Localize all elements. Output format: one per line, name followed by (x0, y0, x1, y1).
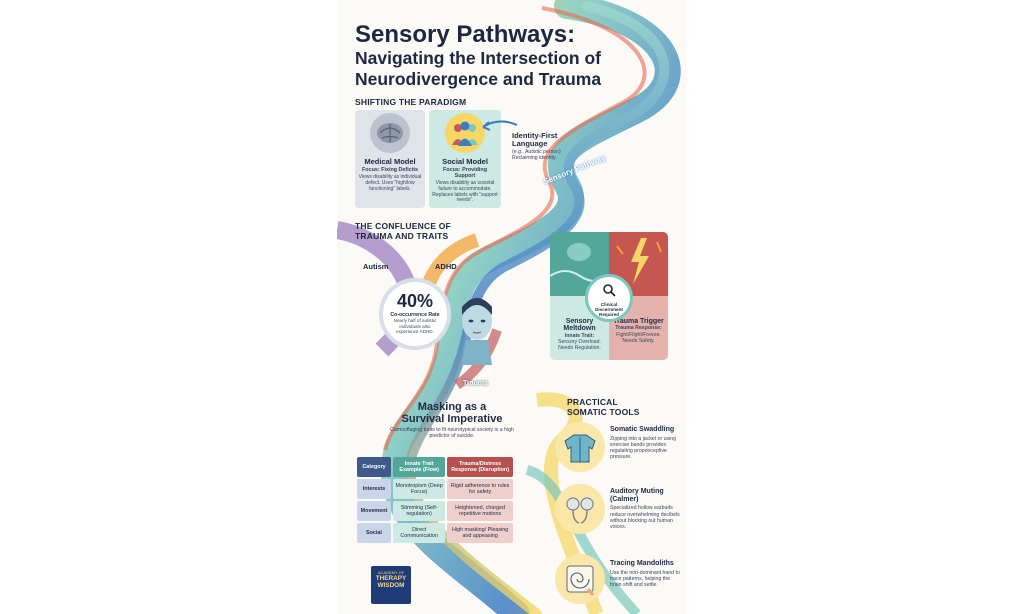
face-icon (462, 298, 492, 365)
trigger-title: Trauma Trigger (613, 318, 664, 325)
masking-title-2: Survival Imperative (401, 412, 503, 425)
tool-text: Use the non-dominant hand to trace patte… (610, 569, 680, 589)
logo-line-2: THERAPY (375, 575, 407, 582)
table-cell: Direct Communication (393, 523, 446, 543)
table-cell: Monotropism (Deep Focus) (393, 479, 446, 499)
title-line-1: Sensory Pathways: (355, 21, 576, 48)
identity-first-title: Identity-First Language (512, 131, 558, 149)
meltdown-text-b: Sensory Overload. Needs Regulation. (558, 338, 601, 352)
adhd-label: ADHD (435, 262, 457, 271)
medical-model-focus: Focus: Fixing Deficits (361, 167, 418, 173)
tool-item: Tracing Mandoliths Use the non-dominant … (610, 560, 680, 588)
tool-title: Auditory Muting (Calmer) (610, 488, 664, 503)
confluence-heading-1: THE CONFLUENCE OF (355, 221, 451, 231)
table-row: Interests Monotropism (Deep Focus) Rigid… (357, 479, 513, 499)
tool-item: Auditory Muting (Calmer) Specialized hol… (610, 488, 680, 530)
page-title: Sensory Pathways: Navigating the Interse… (355, 22, 675, 88)
confluence-heading-2: TRAUMA AND TRAITS (355, 230, 449, 241)
masking-block: Masking as a Survival Imperative Camoufl… (382, 401, 522, 440)
table-cell: Movement (357, 501, 391, 521)
magnifier-icon (603, 284, 616, 297)
table-row: Movement Stimming (Self-regulation) Heig… (357, 501, 513, 521)
stat-label: Co-occurrence Rate (390, 312, 440, 318)
brain-icon (370, 113, 410, 153)
identity-first-text: Reclaiming identity. (512, 154, 557, 161)
paradigm-heading: SHIFTING THE PARADIGM (355, 97, 467, 107)
table-cell: Heightened, charged repetitive motions (447, 501, 513, 521)
table-header-row: Category Innate Trait Example (Flow) Tra… (357, 457, 513, 477)
table-header: Category (357, 457, 391, 477)
table-cell: Social (357, 523, 391, 543)
tool-title: Tracing Mandoliths (610, 560, 674, 567)
logo-line-1: ACADEMY OF (377, 570, 405, 575)
earbuds-icon (555, 484, 605, 534)
stat-circle: 40% Co-occurrence Rate Nearly half of au… (379, 278, 451, 350)
academy-logo: ACADEMY OF THERAPY WISDOM (371, 566, 411, 604)
meltdown-title: Sensory Meltdown (563, 318, 596, 333)
title-line-2: Navigating the Intersection of (355, 48, 601, 69)
people-icon (445, 113, 485, 153)
traits-table: Category Innate Trait Example (Flow) Tra… (355, 455, 515, 545)
social-model-text: Views disability as societal failure to … (432, 180, 498, 204)
trigger-text-b: Fight/Flight/Freeze. Needs Safety. (616, 331, 661, 344)
table-cell: Stimming (Self-regulation) (393, 501, 446, 521)
tools-heading: PRACTICAL SOMATIC TOOLS (567, 397, 640, 418)
table-row: Social Direct Communication High masking… (357, 523, 513, 543)
trigger-text-a: Trauma Response: (615, 325, 662, 332)
maze-icon (555, 554, 605, 604)
title-line-3: Neurodivergence and Trauma (355, 68, 602, 89)
stat-value: 40% (396, 291, 434, 311)
tool-title: Somatic Swaddling (610, 426, 675, 433)
tools-heading-1: PRACTICAL (567, 397, 618, 407)
table-header: Innate Trait Example (Flow) (393, 457, 446, 477)
table-cell: Interests (357, 479, 391, 499)
clinical-center-text: Clinical Discernment Required (595, 302, 623, 318)
social-model-title: Social Model (442, 157, 488, 166)
table-cell: Rigid adherence to rules for safety (447, 479, 513, 499)
tool-text: Specialized hollow earbuds reduce overwh… (610, 505, 680, 531)
social-model-focus: Focus: Providing Support (442, 167, 488, 179)
jacket-icon (555, 422, 605, 472)
tool-text: Zipping into a jacket or using exercise … (610, 435, 677, 461)
meltdown-text-a: Innate Trait: (564, 332, 595, 339)
clinical-center: Clinical Discernment Required (585, 274, 633, 322)
confluence-heading: THE CONFLUENCE OF TRAUMA AND TRAITS (355, 221, 451, 242)
identity-first-example: (e.g., Autistic person) (512, 148, 561, 155)
medical-model-title: Medical Model (364, 157, 416, 166)
social-model-card: Social Model Focus: Providing Support Vi… (429, 110, 501, 208)
trauma-label: Trauma (463, 380, 488, 387)
masking-text: Camouflaging traits to fit neurotypical … (390, 427, 514, 440)
tool-item: Somatic Swaddling Zipping into a jacket … (610, 426, 680, 461)
table-cell: High masking/ Pleasing and appeasing (447, 523, 513, 543)
masking-title-1: Masking as a (417, 401, 487, 413)
logo-line-3: WISDOM (377, 582, 405, 589)
autism-label: Autism (363, 262, 389, 271)
medical-model-card: Medical Model Focus: Fixing Deficits Vie… (355, 110, 425, 208)
medical-model-text: Views disability as individual defect. U… (358, 174, 422, 192)
tools-heading-2: SOMATIC TOOLS (567, 406, 640, 417)
identity-first-block: Identity-First Language (e.g., Autistic … (512, 131, 582, 161)
infographic-poster: Sensory Pathways: Navigating the Interse… (337, 0, 687, 614)
stat-text: Nearly half of autistic individuals also… (393, 318, 437, 334)
clinical-panel: Sensory Meltdown Innate Trait: Sensory O… (550, 232, 668, 360)
arrow-icon (482, 120, 518, 131)
table-header: Trauma/Distress Response (Disruption) (447, 457, 513, 477)
